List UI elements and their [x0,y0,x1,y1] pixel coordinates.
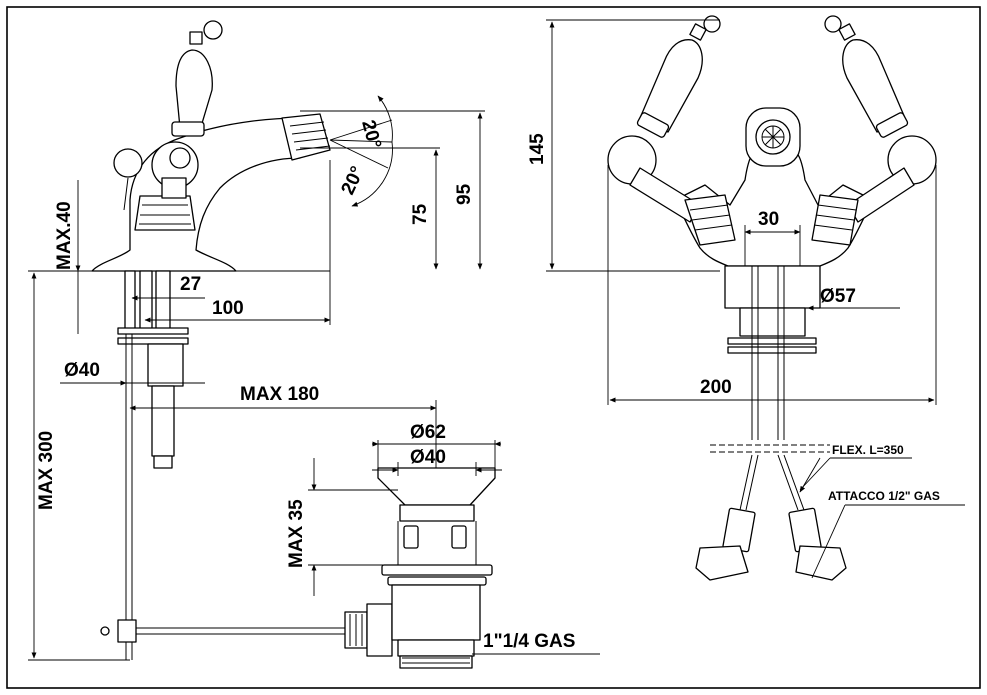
front-right-handle [842,39,906,133]
waste-flange [377,467,496,506]
popup-waste-assembly [100,467,496,669]
note-flex: FLEX. L=350 [832,443,904,457]
waste-body [391,584,481,641]
front-view-dimensions: 145 30 Ø57 200 [527,19,937,405]
dim-max40: MAX.40 [54,201,75,270]
dim-30: 30 [758,209,779,230]
dim-dia40-top: Ø40 [64,360,100,381]
drawing-frame [6,6,981,689]
front-view-faucet [607,15,937,267]
popup-knob [113,148,143,178]
front-view-notes: FLEX. L=350 ATTACCO 1/2" GAS [799,443,965,579]
front-left-handle [639,39,703,133]
dim-dia62: Ø62 [410,422,446,443]
dim-27: 27 [180,274,201,295]
side-view-dimensions: MAX.40 95 75 20° 20° 27 100 Ø40 MAX 180 [28,95,485,661]
dim-angle-top: 20° [357,118,385,151]
dim-gas: 1"1/4 GAS [483,631,575,652]
dim-dia40-waste: Ø40 [410,447,446,468]
faucet-body [91,117,301,272]
front-view-tailpieces [695,265,847,581]
waste-dimensions: Ø62 Ø40 MAX 35 1"1/4 GAS [286,422,600,655]
dim-100: 100 [212,298,244,319]
dim-75: 75 [410,203,431,225]
side-handle [175,49,213,131]
valve-nut [134,195,196,231]
left-hose-nut [695,545,749,581]
dim-145: 145 [527,133,548,165]
dim-max300: MAX 300 [36,431,57,510]
note-attacco: ATTACCO 1/2" GAS [828,489,940,503]
right-hose-nut [795,545,847,581]
dim-max35: MAX 35 [286,499,307,568]
dim-max180: MAX 180 [240,384,319,405]
dim-dia57: Ø57 [820,286,856,307]
dim-95: 95 [454,183,475,205]
dim-200: 200 [700,377,732,398]
side-view-faucet [91,20,331,272]
side-view-tailpieces [117,270,189,660]
dim-angle-bottom: 20° [337,163,368,198]
